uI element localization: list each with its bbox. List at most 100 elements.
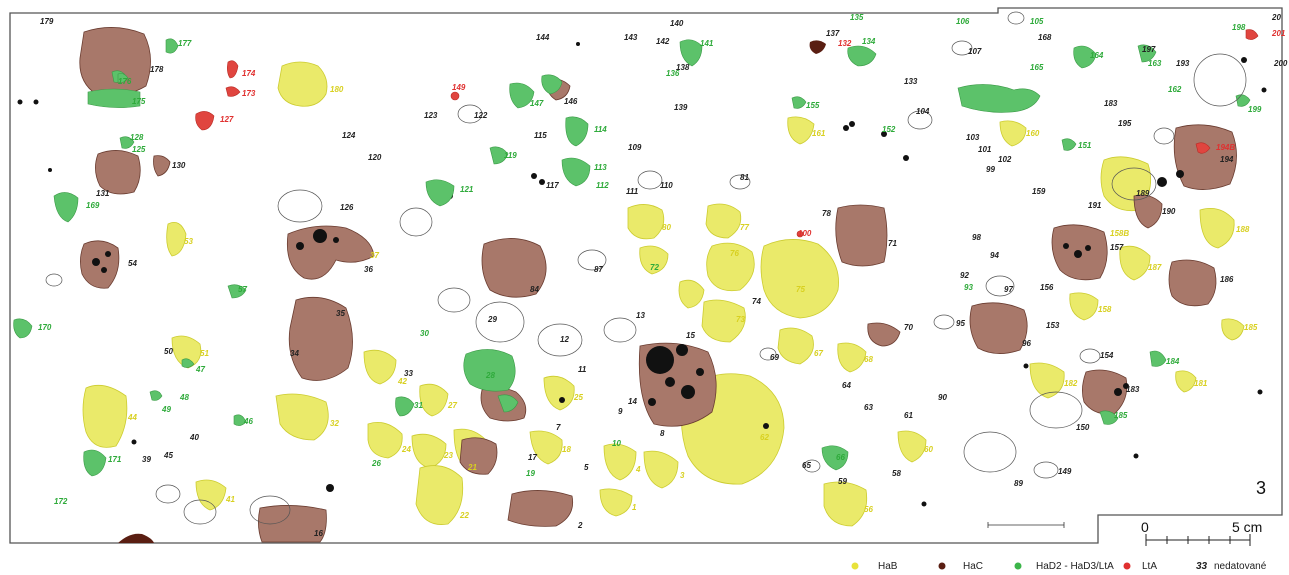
svg-text:149: 149: [1058, 467, 1072, 476]
legend-label-lta: LtA: [1142, 561, 1157, 572]
svg-text:179: 179: [40, 17, 54, 26]
svg-text:143: 143: [624, 33, 638, 42]
svg-text:53: 53: [184, 237, 193, 246]
svg-text:182: 182: [1064, 379, 1078, 388]
svg-text:36: 36: [364, 265, 373, 274]
svg-text:9: 9: [618, 407, 623, 416]
svg-text:140: 140: [670, 19, 684, 28]
svg-text:97: 97: [1004, 285, 1013, 294]
svg-text:51: 51: [200, 349, 209, 358]
svg-text:109: 109: [628, 143, 642, 152]
svg-text:184: 184: [1166, 357, 1180, 366]
svg-text:44: 44: [127, 413, 137, 422]
svg-text:154: 154: [1100, 351, 1114, 360]
svg-text:134: 134: [862, 37, 876, 46]
svg-text:139: 139: [674, 103, 688, 112]
svg-text:149: 149: [452, 83, 466, 92]
svg-text:50: 50: [164, 347, 173, 356]
svg-text:201: 201: [1271, 29, 1286, 38]
svg-text:158B: 158B: [1110, 229, 1129, 238]
svg-text:169: 169: [86, 201, 100, 210]
svg-text:28: 28: [485, 371, 495, 380]
svg-text:100: 100: [798, 229, 812, 238]
features-lta: [195, 29, 1259, 238]
svg-text:60: 60: [924, 445, 933, 454]
svg-text:62: 62: [760, 433, 769, 442]
svg-text:126: 126: [340, 203, 354, 212]
svg-text:172: 172: [54, 497, 68, 506]
svg-text:176: 176: [118, 77, 132, 86]
svg-text:40: 40: [189, 433, 199, 442]
svg-text:168: 168: [1038, 33, 1052, 42]
legend-label-had: HaD2 - HaD3/LtA: [1036, 561, 1114, 572]
svg-text:48: 48: [179, 393, 189, 402]
svg-text:119: 119: [504, 151, 517, 160]
svg-text:112: 112: [596, 181, 609, 190]
legend-swatch-hac: [938, 562, 946, 570]
svg-text:142: 142: [656, 37, 670, 46]
svg-text:19: 19: [526, 469, 535, 478]
svg-text:59: 59: [838, 477, 847, 486]
svg-text:18: 18: [562, 445, 571, 454]
svg-text:78: 78: [822, 209, 831, 218]
svg-text:1: 1: [632, 503, 637, 512]
svg-text:92: 92: [960, 271, 969, 280]
hab-labels: 180 53 37 75 76 77 80 73 67 68 62 60 56 …: [127, 85, 1258, 520]
svg-text:33: 33: [404, 369, 413, 378]
svg-text:90: 90: [938, 393, 947, 402]
svg-text:111: 111: [626, 187, 639, 196]
svg-text:23: 23: [443, 451, 453, 460]
legend-label-hab: HaB: [878, 561, 898, 572]
svg-text:71: 71: [888, 239, 897, 248]
legend-swatch-hab: [851, 562, 859, 570]
svg-text:16: 16: [314, 529, 323, 538]
svg-text:122: 122: [474, 111, 488, 120]
svg-text:177: 177: [178, 39, 192, 48]
svg-text:150: 150: [1076, 423, 1090, 432]
svg-text:101: 101: [978, 145, 992, 154]
svg-text:147: 147: [530, 99, 544, 108]
svg-text:2: 2: [577, 521, 583, 530]
svg-text:17: 17: [528, 453, 537, 462]
svg-text:87: 87: [594, 265, 603, 274]
svg-text:131: 131: [96, 189, 110, 198]
svg-text:22: 22: [459, 511, 469, 520]
svg-text:99: 99: [986, 165, 995, 174]
scale-bar: [1145, 534, 1251, 546]
svg-text:174: 174: [242, 69, 256, 78]
svg-text:163: 163: [1148, 59, 1162, 68]
svg-text:8: 8: [660, 429, 665, 438]
svg-text:180: 180: [330, 85, 344, 94]
hac-dark-details: [118, 40, 826, 543]
svg-text:197: 197: [1142, 45, 1156, 54]
svg-text:46: 46: [243, 417, 253, 426]
svg-text:146: 146: [564, 97, 578, 106]
svg-text:178: 178: [150, 65, 164, 74]
svg-text:42: 42: [397, 377, 407, 386]
svg-text:195: 195: [1118, 119, 1132, 128]
svg-text:75: 75: [796, 285, 805, 294]
svg-text:173: 173: [242, 89, 256, 98]
svg-text:64: 64: [842, 381, 851, 390]
svg-text:98: 98: [972, 233, 981, 242]
svg-text:155: 155: [806, 101, 820, 110]
svg-text:58: 58: [892, 469, 901, 478]
svg-text:190: 190: [1162, 207, 1176, 216]
svg-text:165: 165: [1030, 63, 1044, 72]
svg-text:54: 54: [128, 259, 137, 268]
svg-text:41: 41: [225, 495, 235, 504]
svg-text:113: 113: [594, 163, 607, 172]
svg-text:161: 161: [812, 129, 826, 138]
svg-text:128: 128: [130, 133, 144, 142]
svg-text:76: 76: [730, 249, 739, 258]
svg-text:95: 95: [956, 319, 965, 328]
legend: HaB HaC HaD2 - HaD3/LtA LtA 33 nedatovan…: [851, 561, 1267, 572]
svg-text:170: 170: [38, 323, 52, 332]
svg-text:135: 135: [850, 13, 864, 22]
svg-text:106: 106: [956, 17, 970, 26]
legend-label-hac: HaC: [963, 561, 983, 572]
svg-text:61: 61: [904, 411, 913, 420]
svg-text:57: 57: [238, 285, 247, 294]
svg-text:120: 120: [368, 153, 382, 162]
svg-text:187: 187: [1148, 263, 1162, 272]
